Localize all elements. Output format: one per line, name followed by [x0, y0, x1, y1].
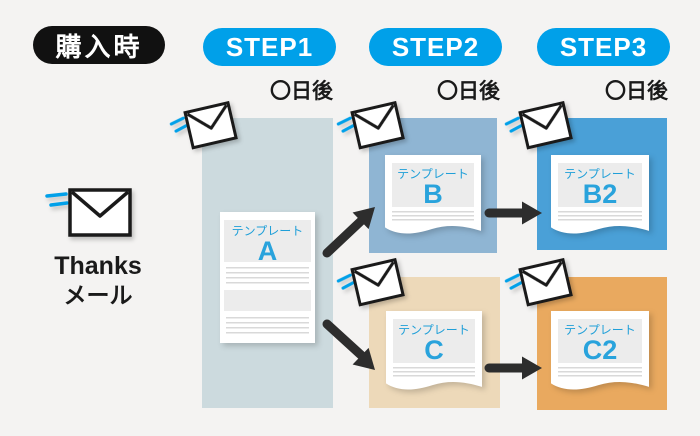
image-placeholder — [224, 290, 311, 311]
template-c2-label: テンプレート — [564, 323, 636, 337]
template-c-document: テンプレート C — [386, 311, 482, 393]
template-c2-name: C2 — [582, 335, 618, 364]
text-lines — [558, 367, 642, 380]
template-b2-header: テンプレート B2 — [558, 163, 642, 207]
template-b-label: テンプレート — [397, 167, 469, 181]
template-b2-label: テンプレート — [564, 167, 636, 181]
template-a-name: A — [257, 236, 278, 263]
mail-icon-step1 — [169, 100, 238, 150]
text-lines — [392, 211, 474, 224]
purchase-time-badge: 購入時 — [33, 26, 165, 64]
thanks-mail-label: Thanks メール — [40, 252, 156, 309]
step1-days-label: 〇日後 — [270, 80, 333, 103]
text-lines — [558, 211, 642, 224]
step3-badge: STEP3 — [537, 28, 670, 66]
torn-paper-edge — [385, 223, 481, 234]
torn-paper-edge — [386, 379, 482, 390]
template-c-name: C — [424, 335, 444, 364]
step1-badge: STEP1 — [203, 28, 336, 66]
step3-days-label: 〇日後 — [605, 80, 668, 103]
mail-icon-template-c2 — [504, 257, 573, 307]
template-b-name: B — [423, 179, 443, 208]
template-c2-document: テンプレート C2 — [551, 311, 649, 393]
mail-icon-template-b — [336, 100, 405, 150]
template-b2-document: テンプレート B2 — [551, 155, 649, 237]
template-b-header: テンプレート B — [392, 163, 474, 207]
template-c-header: テンプレート C — [393, 319, 475, 363]
template-a-document: テンプレート A — [220, 212, 315, 343]
template-b2-name: B2 — [582, 179, 618, 208]
template-a-header: テンプレート A — [224, 220, 311, 262]
template-a-label: テンプレート — [231, 224, 304, 238]
step2-days-label: 〇日後 — [437, 80, 500, 103]
mail-icon-template-b2 — [504, 100, 573, 150]
template-c-label: テンプレート — [398, 323, 470, 337]
thanks-mail-line2: メール — [63, 282, 133, 308]
template-b-document: テンプレート B — [385, 155, 481, 237]
torn-paper-edge — [551, 379, 649, 390]
text-lines — [226, 267, 309, 284]
template-c2-header: テンプレート C2 — [558, 319, 642, 363]
text-lines — [226, 317, 309, 335]
torn-paper-edge — [551, 223, 649, 234]
step2-badge: STEP2 — [369, 28, 502, 66]
mail-icon-template-c — [336, 257, 405, 307]
thanks-mail-icon — [45, 188, 132, 237]
thanks-mail-line1: Thanks — [54, 252, 142, 280]
text-lines — [393, 367, 475, 380]
